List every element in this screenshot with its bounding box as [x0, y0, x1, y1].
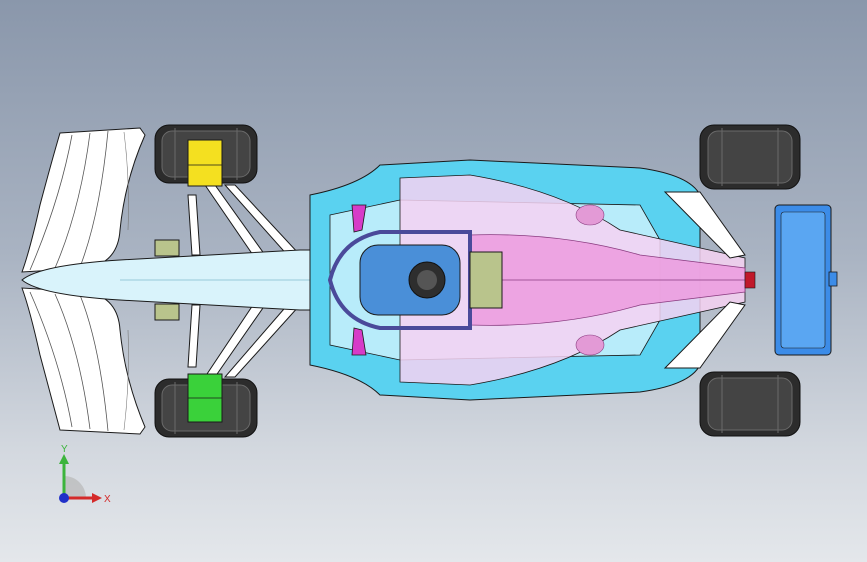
rear-suspension	[663, 191, 746, 369]
orientation-triad[interactable]: Y X	[46, 440, 126, 520]
x-axis-label: X	[104, 494, 111, 505]
mirror-top	[351, 204, 367, 233]
rear-tyre-bottom[interactable]	[699, 371, 801, 437]
front-bracket-top	[154, 239, 180, 257]
rear-wing[interactable]	[774, 204, 838, 356]
front-bracket-bottom	[154, 303, 180, 321]
rear-light	[744, 271, 756, 289]
airbox-block	[469, 251, 503, 309]
mirror-bottom	[351, 327, 367, 356]
front-upright-yellow[interactable]	[187, 139, 223, 187]
front-suspension	[187, 184, 301, 378]
front-wing[interactable]	[21, 127, 146, 435]
front-wing-lower-plane	[21, 287, 146, 435]
y-axis-label: Y	[61, 444, 68, 455]
triad-origin	[59, 493, 69, 503]
front-wing-upper-plane	[21, 127, 146, 273]
front-upright-green[interactable]	[187, 373, 223, 423]
rear-tyre-top[interactable]	[699, 124, 801, 190]
